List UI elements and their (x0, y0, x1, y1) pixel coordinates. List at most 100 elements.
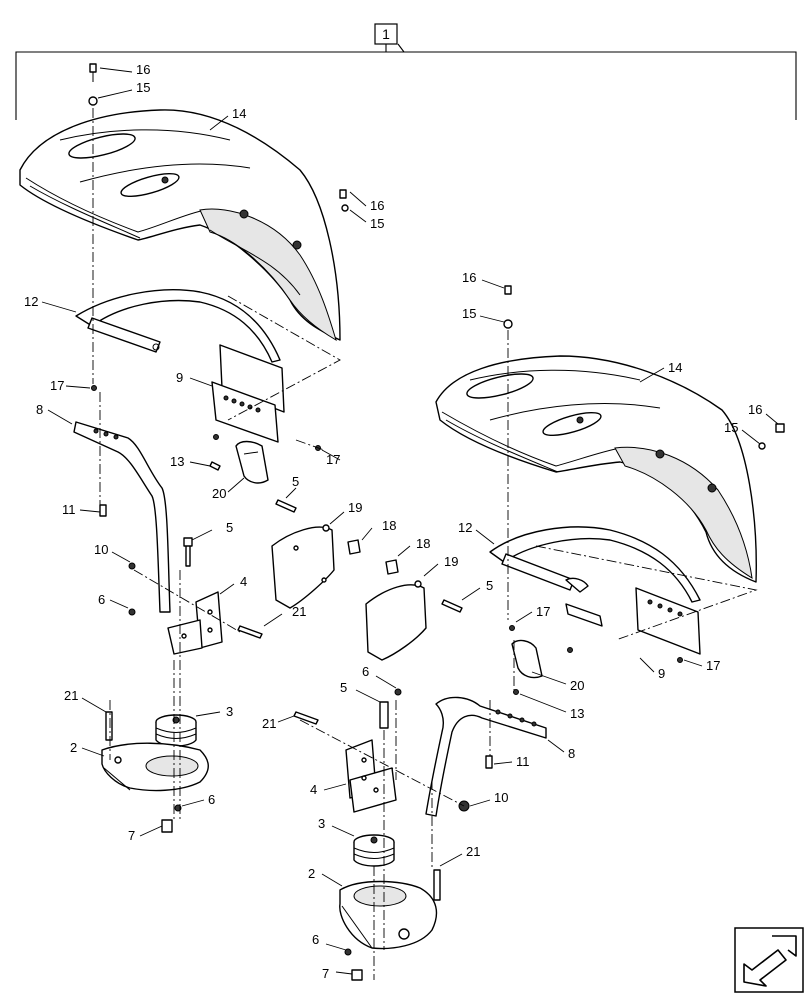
callout-labels: 16 15 14 16 15 12 17 9 8 17 13 20 5 11 1… (24, 62, 779, 981)
clip-right (511, 639, 543, 679)
callout-17: 17 (326, 452, 340, 467)
callout-16: 16 (370, 198, 384, 213)
callout-12: 12 (24, 294, 38, 309)
bolt-16-left-top (89, 63, 97, 82)
bolt-5-left-b (183, 537, 193, 567)
fender-bracket-right (489, 526, 701, 603)
nut-6-left (128, 608, 136, 616)
callout-11: 11 (62, 502, 76, 517)
callout-20: 20 (212, 486, 226, 501)
callout-15: 15 (370, 216, 384, 231)
bolt-21-left-b (105, 711, 113, 741)
callout-21: 21 (64, 688, 78, 703)
assembly-bracket-tick (385, 43, 405, 53)
pin-5-left-a (275, 499, 297, 513)
bolt-11-left (99, 504, 107, 517)
callout-5: 5 (486, 578, 493, 593)
bolt-21-right-a (293, 711, 319, 725)
callout-16: 16 (748, 402, 762, 417)
plate-9-right-small (565, 603, 603, 627)
callout-13: 13 (170, 454, 184, 469)
callout-10: 10 (94, 542, 108, 557)
nut-17-left (91, 385, 97, 391)
bolt-16-left-side (339, 189, 347, 199)
callout-4: 4 (310, 782, 317, 797)
callout-5: 5 (292, 474, 299, 489)
bolt-21-right-b (433, 869, 441, 901)
callout-3: 3 (226, 704, 233, 719)
rubber-mount-right (353, 834, 395, 867)
callout-5: 5 (226, 520, 233, 535)
nut-10-left (128, 562, 136, 570)
callout-6: 6 (208, 792, 215, 807)
callout-7: 7 (322, 966, 329, 981)
callout-21: 21 (466, 844, 480, 859)
callout-10: 10 (494, 790, 508, 805)
callout-15: 15 (724, 420, 738, 435)
callout-17: 17 (50, 378, 64, 393)
callout-16: 16 (136, 62, 150, 77)
callout-21: 21 (262, 716, 276, 731)
callout-14: 14 (232, 106, 246, 121)
bolt-16-right-side (775, 423, 785, 433)
pin-18-right (385, 559, 399, 575)
mount-plate-left (211, 381, 279, 443)
mount-plate-left-rear (219, 344, 285, 413)
callout-6: 6 (312, 932, 319, 947)
next-page-arrow-icon[interactable] (734, 927, 804, 993)
callout-7: 7 (128, 828, 135, 843)
callout-8: 8 (568, 746, 575, 761)
callout-13: 13 (570, 706, 584, 721)
callout-17: 17 (536, 604, 550, 619)
assembly-reference: 1 (15, 23, 797, 120)
bolt-5-right (379, 701, 389, 729)
bolt-16-right-top (504, 285, 512, 295)
nut-6-right (394, 688, 402, 696)
assembly-ref-label: 1 (382, 26, 390, 42)
callout-11: 11 (516, 754, 530, 769)
fender-right (435, 355, 757, 583)
callout-14: 14 (668, 360, 682, 375)
callout-2: 2 (308, 866, 315, 881)
screw-13-left (209, 461, 221, 471)
callout-8: 8 (36, 402, 43, 417)
fender-bracket-left (75, 289, 281, 363)
bolt-21-left-a (237, 625, 263, 639)
callout-21: 21 (292, 604, 306, 619)
base-bracket-left (101, 742, 209, 792)
bolt-11-right (485, 755, 493, 769)
callout-18: 18 (416, 536, 430, 551)
pin-5-right-a (441, 599, 463, 613)
callout-5: 5 (340, 680, 347, 695)
callout-15: 15 (462, 306, 476, 321)
fender-left (19, 109, 341, 342)
callout-6: 6 (98, 592, 105, 607)
callout-20: 20 (570, 678, 584, 693)
base-bracket-right (339, 880, 438, 950)
callout-2: 2 (70, 740, 77, 755)
washer-15-left-top (88, 96, 98, 106)
mount-plate-right (635, 587, 701, 655)
callout-15: 15 (136, 80, 150, 95)
nut-17-right (677, 657, 683, 663)
callout-4: 4 (240, 574, 247, 589)
callout-9: 9 (658, 666, 665, 681)
pin-18-left (347, 539, 361, 555)
cap-7-left (161, 819, 173, 833)
rubber-mount-left (155, 714, 197, 747)
assembly-bracket (15, 51, 797, 120)
cap-7-right (351, 969, 363, 981)
callout-19: 19 (348, 500, 362, 515)
cover-plate-right (365, 584, 427, 661)
callout-6: 6 (362, 664, 369, 679)
clip-left (235, 440, 269, 484)
callout-12: 12 (458, 520, 472, 535)
cover-plate-left (271, 526, 335, 609)
callout-18: 18 (382, 518, 396, 533)
nut-6-left-b (174, 804, 182, 812)
callout-9: 9 (176, 370, 183, 385)
left-fender-assembly (19, 63, 361, 833)
right-fender-assembly (293, 285, 785, 981)
callout-19: 19 (444, 554, 458, 569)
